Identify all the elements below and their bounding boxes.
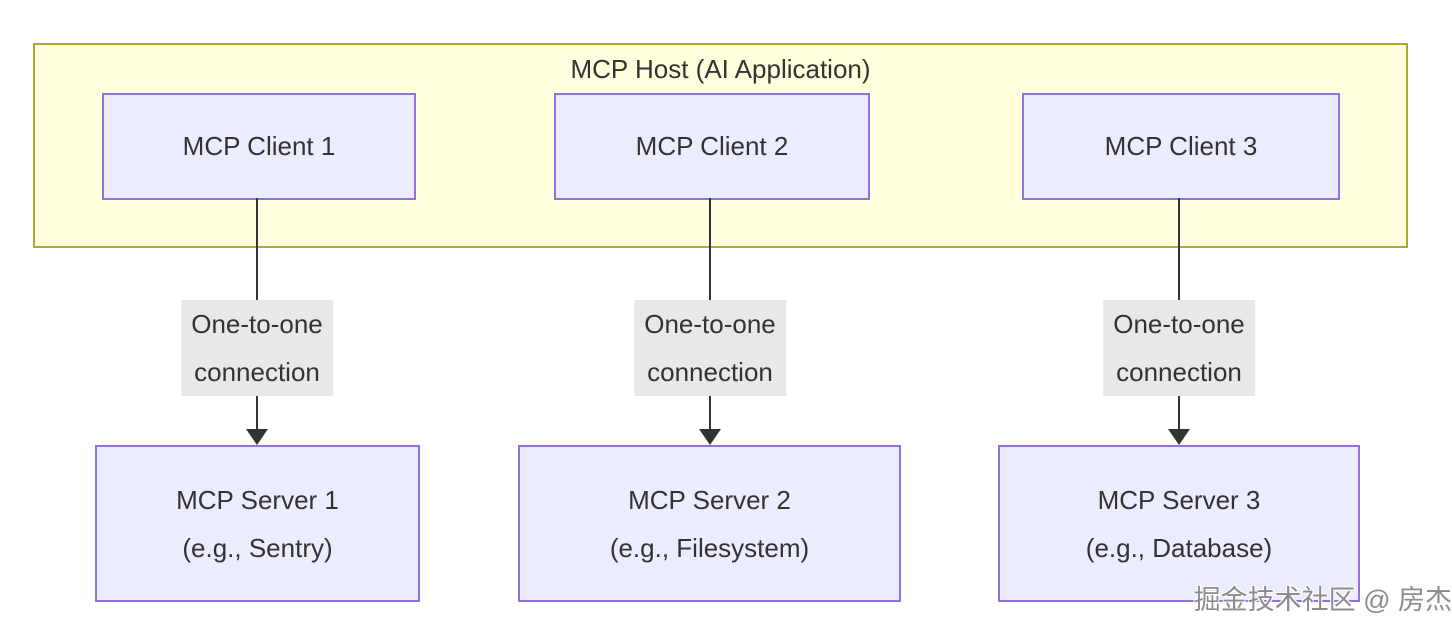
mcp-server-2-node: MCP Server 2 (e.g., Filesystem) [518,445,901,602]
mcp-server-1-node: MCP Server 1 (e.g., Sentry) [95,445,420,602]
mcp-server-3-name: MCP Server 3 [1097,484,1261,515]
mcp-server-3-example: (e.g., Database) [1085,532,1273,563]
mcp-server-1-name: MCP Server 1 [176,484,339,515]
connection-label-2-line1: One-to-one [644,309,776,339]
mcp-host-container: MCP Host (AI Application) MCP Client 1 M… [33,43,1408,248]
arrow-head-icon-2 [699,429,721,445]
connection-label-2-line2: connection [647,357,773,387]
connection-label-3-line2: connection [1116,357,1242,387]
connection-label-1: One-to-one connection [181,300,333,396]
arrow-head-icon-3 [1168,429,1190,445]
mcp-client-1-node: MCP Client 1 [102,93,416,200]
mcp-client-1-label: MCP Client 1 [182,131,336,161]
connection-label-3-line1: One-to-one [1113,309,1245,339]
mcp-client-2-node: MCP Client 2 [554,93,870,200]
mcp-server-2-example: (e.g., Filesystem) [609,532,810,563]
watermark: 掘金技术社区 @ 房杰 [1193,585,1452,615]
connection-label-2: One-to-one connection [634,300,786,396]
mcp-client-3-label: MCP Client 3 [1104,131,1258,161]
connection-label-1-line1: One-to-one [191,309,323,339]
connection-label-1-line2: connection [194,357,320,387]
mcp-client-3-node: MCP Client 3 [1022,93,1340,200]
mcp-client-2-label: MCP Client 2 [635,131,789,161]
connection-label-3: One-to-one connection [1103,300,1255,396]
mcp-server-2-name: MCP Server 2 [628,484,791,515]
host-title: MCP Host (AI Application) [570,54,871,84]
mcp-server-3-node: MCP Server 3 (e.g., Database) [998,445,1360,602]
mcp-server-1-example: (e.g., Sentry) [182,532,333,563]
arrow-head-icon-1 [246,429,268,445]
